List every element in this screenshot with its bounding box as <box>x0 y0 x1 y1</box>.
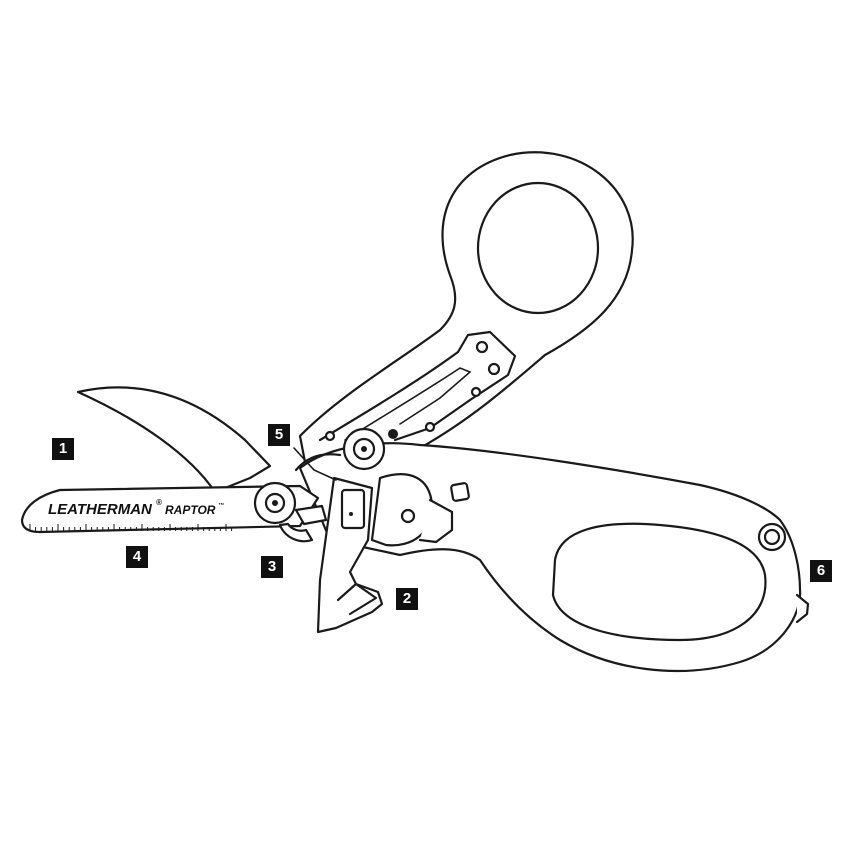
safety-hook-upper <box>294 504 328 526</box>
callout-3: 3 <box>261 556 283 578</box>
callout-4: 4 <box>126 546 148 568</box>
pivot-screw-center <box>272 500 278 506</box>
brand-registered-mark: ® <box>156 498 162 507</box>
strap-cutter-window <box>340 488 366 530</box>
upper-arm-rivet-1 <box>475 340 489 354</box>
pivot-link <box>294 453 342 472</box>
brand-trademark: ™ <box>218 502 224 509</box>
upper-arm-plate <box>318 330 517 442</box>
safety-hook <box>278 522 314 543</box>
strap-cutter-hook <box>336 582 378 616</box>
pivot-small-rivet <box>324 430 336 442</box>
upper-arm-dot <box>388 429 398 439</box>
callout-2: 2 <box>396 588 418 610</box>
upper-ring-hole <box>476 181 600 315</box>
callout-6: 6 <box>810 560 832 582</box>
upper-arm-rivet-4 <box>424 421 436 433</box>
brand-model: RAPTOR <box>165 503 216 517</box>
lanyard-hole-inner <box>763 528 781 546</box>
strap-cutter-arm <box>316 476 384 634</box>
callout-5: 5 <box>268 424 290 446</box>
glass-breaker-tip <box>795 593 810 624</box>
strap-cutter-dot <box>349 512 353 516</box>
lower-handle-slot <box>450 482 470 502</box>
lower-handle-hole <box>551 522 767 642</box>
ruler-ticks <box>29 524 233 531</box>
callout-1: 1 <box>52 438 74 460</box>
ring-cutter-rivet <box>400 508 416 524</box>
callout-5-leader <box>293 447 337 481</box>
ring-cutter-clip <box>418 498 454 544</box>
upper-arm-rivet-3 <box>470 386 482 398</box>
upper-arm-rivet-2 <box>487 362 501 376</box>
strap-cutter-pivot-center <box>361 446 367 452</box>
upper-arm-inner-plate <box>344 367 472 441</box>
lower-blade <box>20 484 320 534</box>
brand-name: LEATHERMAN <box>48 501 153 518</box>
upper-blade <box>76 386 272 494</box>
